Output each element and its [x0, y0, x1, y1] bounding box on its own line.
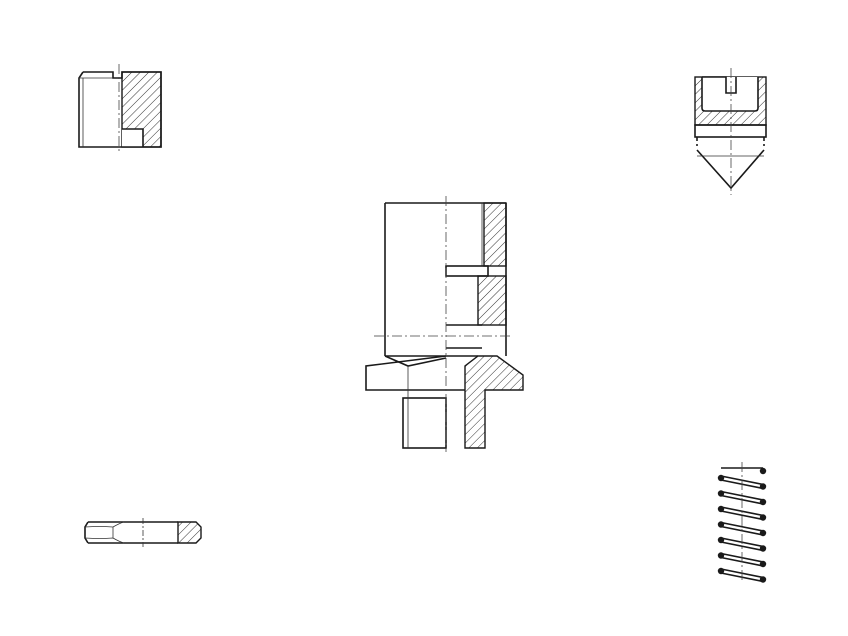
spring-coil	[720, 521, 764, 532]
spring-wire-section-left	[717, 490, 725, 497]
spring-wire-section-left	[717, 474, 725, 482]
spring-wire-section-left	[717, 521, 725, 528]
spring-wire-section-left	[717, 567, 725, 575]
spring-coil	[720, 541, 764, 552]
spring-coil	[720, 510, 764, 521]
spring-wire-section-left	[717, 552, 725, 559]
spring-wire-section-right	[759, 483, 767, 490]
spring-wire-section-right	[759, 545, 767, 552]
spring-wire-section-right	[759, 467, 767, 475]
thin-hex-nut	[84, 518, 202, 547]
main-assembly-section	[365, 196, 524, 452]
slotted-bushing	[78, 64, 162, 154]
spring-wire-section-right	[759, 514, 767, 521]
spring-wire-section-right	[759, 576, 767, 583]
pointed-screw-tip	[694, 68, 767, 195]
compression-spring	[717, 462, 767, 583]
spring-wire-section-right	[759, 529, 767, 537]
spring-coil	[720, 490, 764, 501]
spring-wire-section-left	[717, 505, 725, 513]
spring-wire-section-right	[759, 560, 767, 568]
spring-wire-section-right	[759, 498, 767, 506]
spring-wire-section-left	[717, 536, 725, 544]
